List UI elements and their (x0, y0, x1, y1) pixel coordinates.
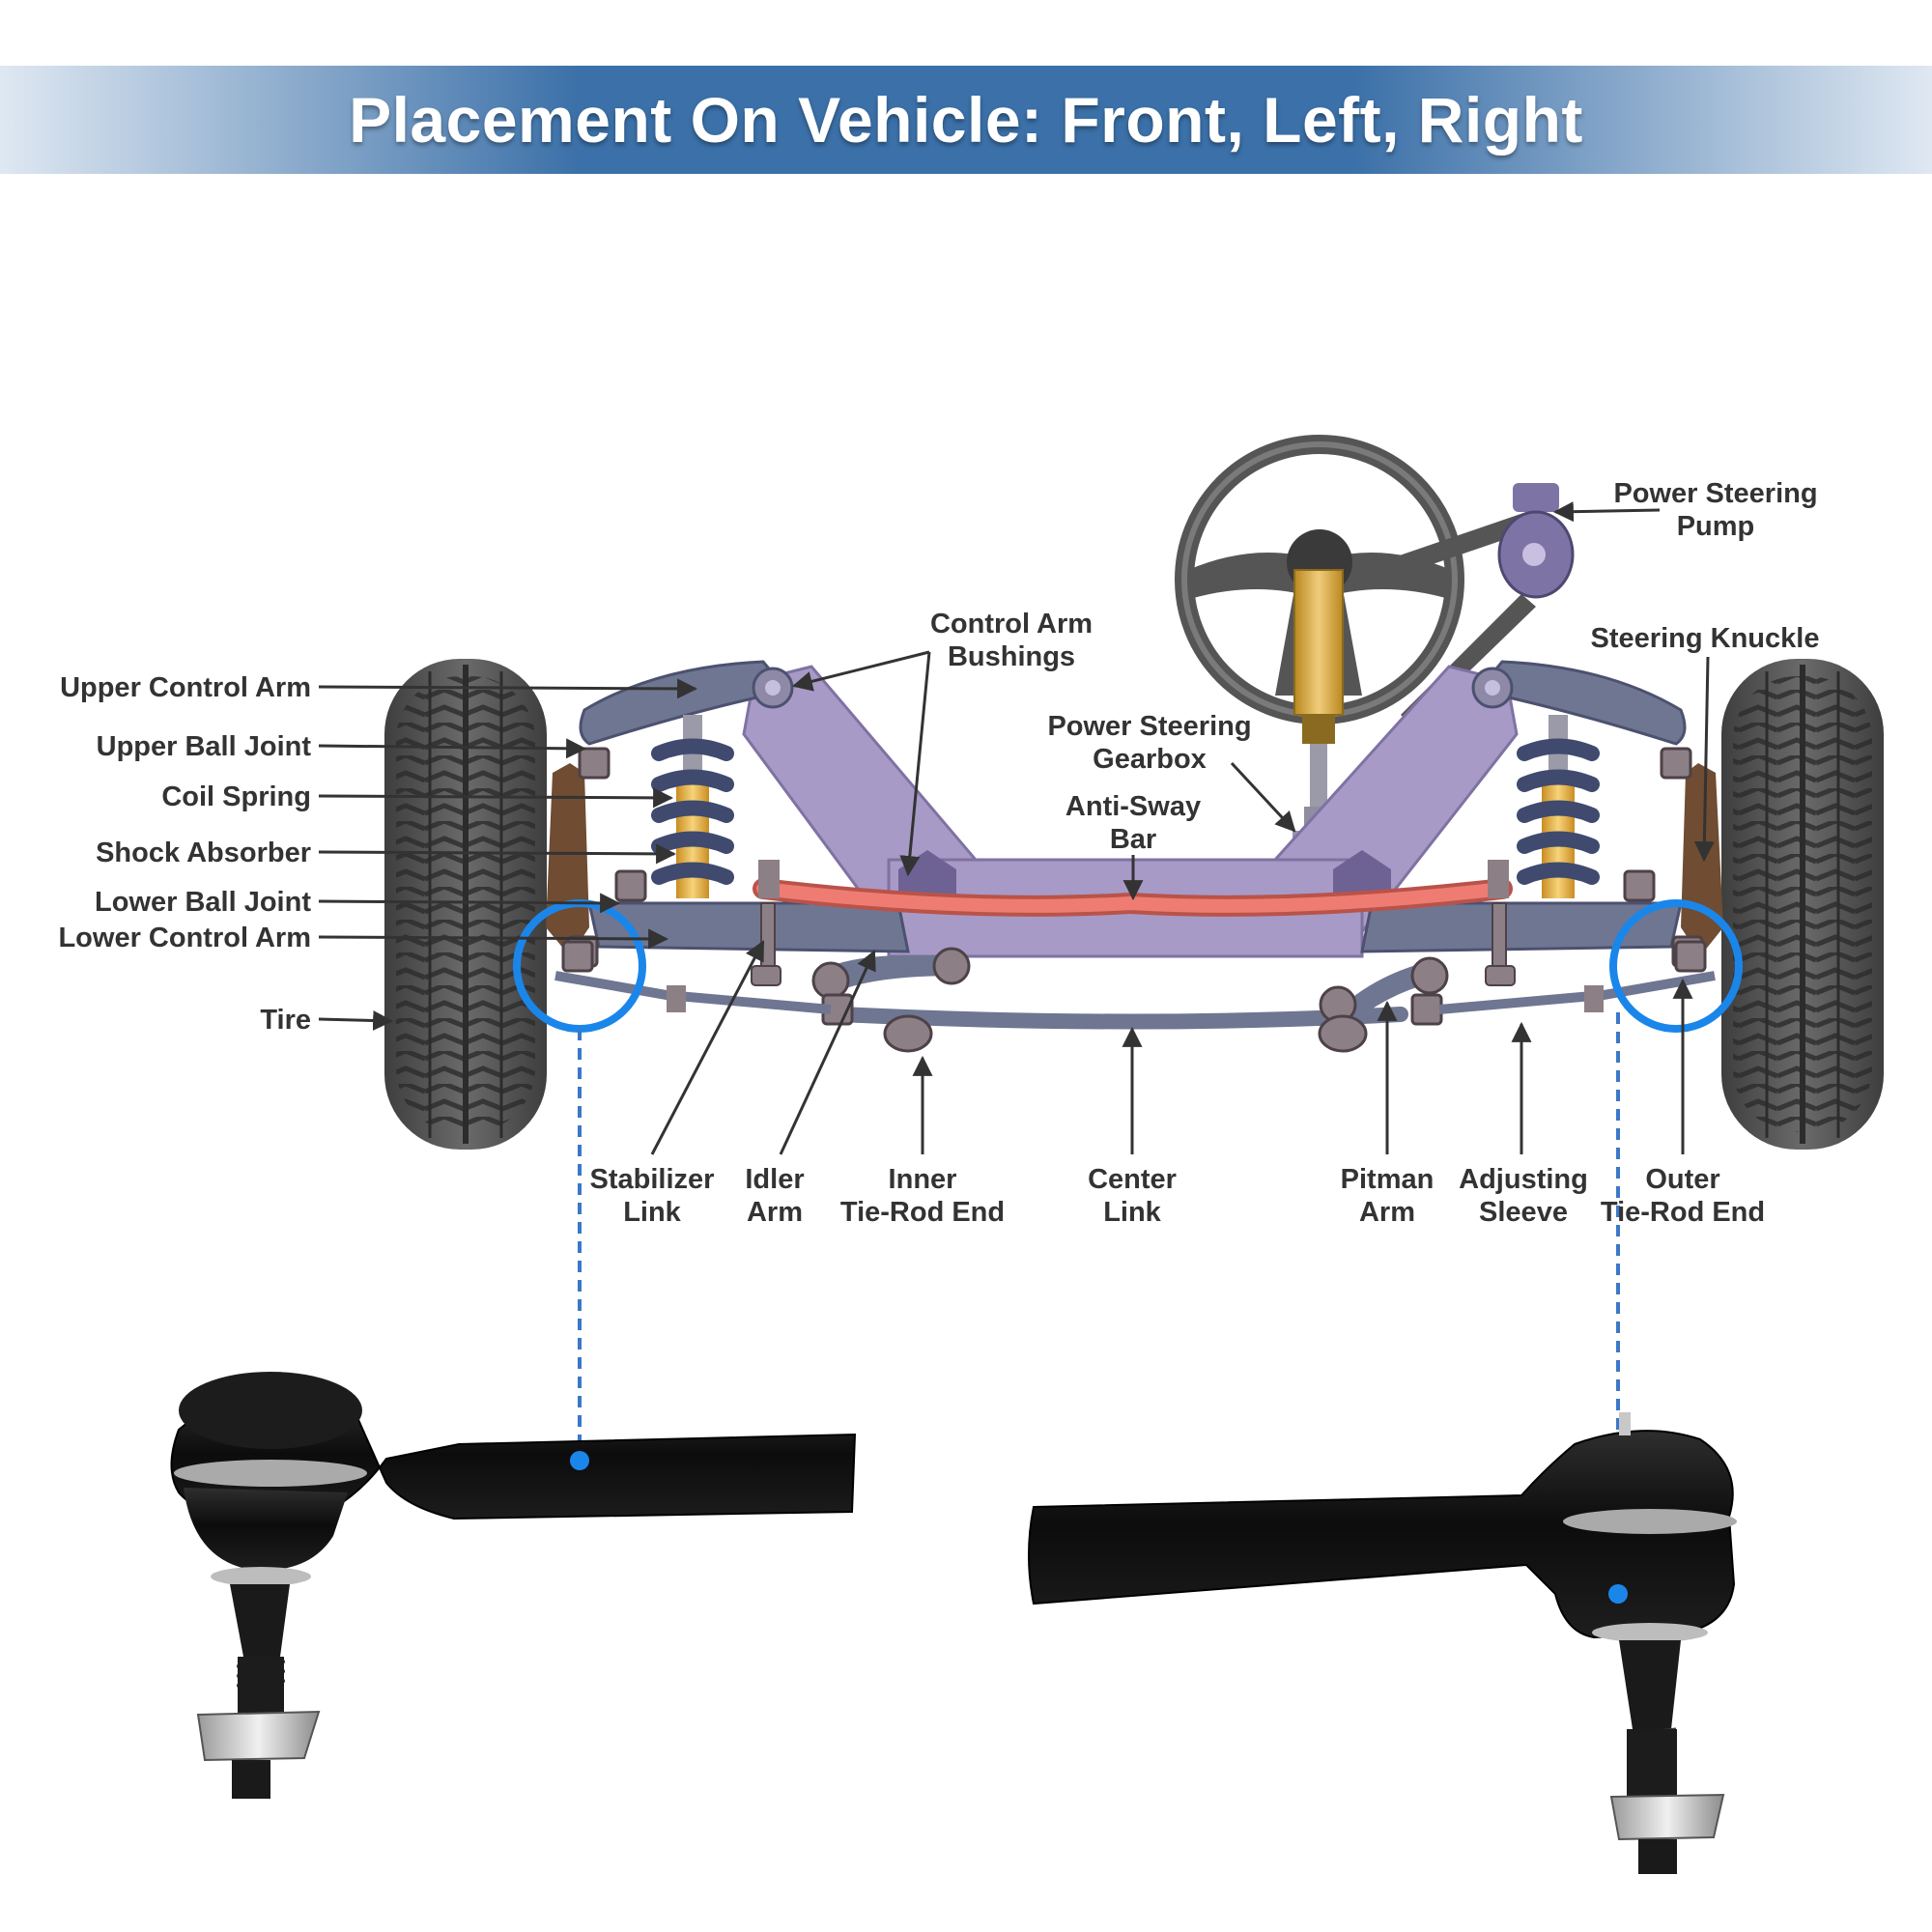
left-steering-knuckle (546, 763, 589, 956)
bottom-labels: Stabilizer Link Idler Arm Inner Tie-Rod … (590, 1164, 1766, 1228)
banner-title: Placement On Vehicle: Front, Left, Right (349, 84, 1583, 156)
label-shock-absorber: Shock Absorber (96, 838, 311, 868)
label-coil-spring: Coil Spring (161, 781, 311, 812)
label-power-steering-gearbox-line2: Gearbox (1093, 744, 1207, 775)
outer-tie-rod-ends (561, 940, 1707, 973)
label-power-steering-gearbox-line1: Power Steering (1047, 711, 1251, 742)
label-stabilizer-link-line1: Stabilizer (590, 1164, 715, 1195)
label-upper-ball-joint: Upper Ball Joint (97, 731, 312, 762)
label-outer-tie-rod-end-line1: Outer (1645, 1164, 1719, 1195)
right-steering-knuckle (1681, 763, 1723, 956)
label-lower-ball-joint: Lower Ball Joint (95, 887, 311, 918)
pitman-arm (1319, 956, 1449, 1029)
idler-arm (811, 947, 971, 1000)
label-adjusting-sleeve-line1: Adjusting (1459, 1164, 1588, 1195)
stabilizer-links (751, 902, 1516, 986)
right-coil-spring (1517, 738, 1600, 885)
right-tie-rod-end-part (1028, 1412, 1737, 1874)
label-center-link-line1: Center (1088, 1164, 1177, 1195)
right-outer-tie-rod-highlight (1609, 899, 1743, 1033)
label-inner-tie-rod-end-line2: Tie-Rod End (840, 1197, 1005, 1228)
label-center-link-line2: Link (1103, 1197, 1161, 1228)
label-tire: Tire (260, 1005, 311, 1036)
right-tire (1721, 659, 1884, 1150)
left-tie-rod (554, 971, 832, 1014)
left-labels: Upper Control Arm Upper Ball Joint Coil … (58, 672, 311, 1036)
label-upper-control-arm: Upper Control Arm (60, 672, 311, 703)
left-lower-control-arm (587, 901, 910, 953)
label-control-arm-bushings-line2: Bushings (948, 641, 1075, 672)
anti-sway-bar (753, 860, 1513, 917)
label-stabilizer-link-line2: Link (623, 1197, 681, 1228)
label-lower-control-arm: Lower Control Arm (58, 923, 311, 953)
right-lower-control-arm (1360, 901, 1683, 953)
label-outer-tie-rod-end-line2: Tie-Rod End (1601, 1197, 1765, 1228)
left-tie-rod-end-part (170, 1372, 857, 1799)
leader-lines (318, 501, 1715, 1155)
left-tire (384, 659, 547, 1150)
label-pitman-arm-line1: Pitman (1341, 1164, 1435, 1195)
top-labels: Control Arm Bushings Power Steering Gear… (930, 478, 1820, 855)
label-anti-sway-bar-line1: Anti-Sway (1065, 791, 1201, 822)
label-inner-tie-rod-end-line1: Inner (889, 1164, 957, 1195)
label-idler-arm-line1: Idler (745, 1164, 804, 1195)
label-idler-arm-line2: Arm (747, 1197, 803, 1228)
title-banner: Placement On Vehicle: Front, Left, Right (0, 66, 1932, 174)
label-anti-sway-bar-line2: Bar (1110, 824, 1156, 855)
label-pitman-arm-line2: Arm (1359, 1197, 1415, 1228)
label-control-arm-bushings-line1: Control Arm (930, 609, 1093, 639)
right-tie-rod (1438, 971, 1716, 1014)
label-power-steering-pump-line2: Pump (1677, 511, 1755, 542)
label-adjusting-sleeve-line2: Sleeve (1479, 1197, 1568, 1228)
right-upper-control-arm (1471, 660, 1687, 746)
label-steering-knuckle: Steering Knuckle (1591, 623, 1820, 654)
label-power-steering-pump-line1: Power Steering (1613, 478, 1817, 509)
